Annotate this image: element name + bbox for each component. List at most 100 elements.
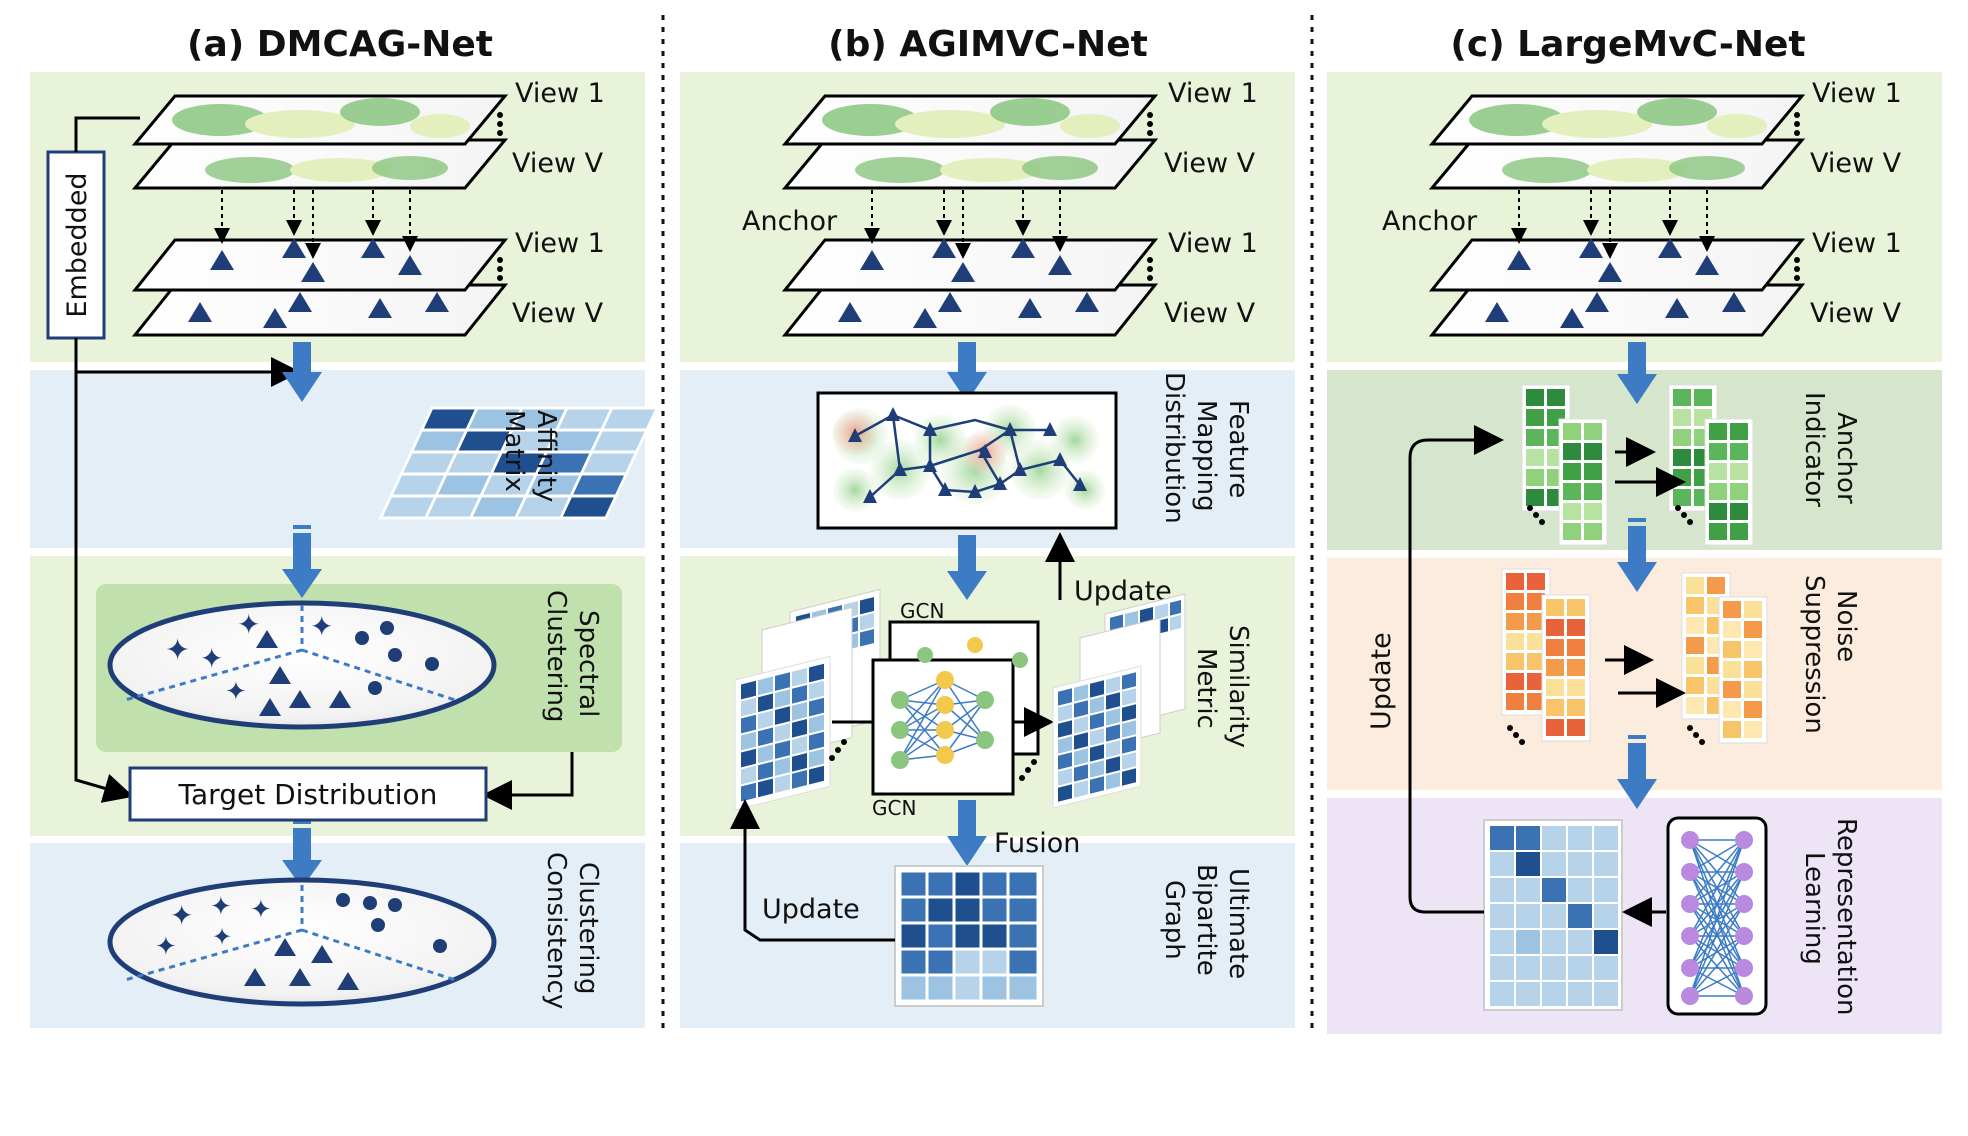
panel-a-title: (a) DMCAG-Net bbox=[187, 24, 493, 65]
panel-b-bipartite-label-2: Bipartite bbox=[1191, 864, 1221, 976]
matrix-cell bbox=[1728, 441, 1750, 462]
matrix-cell bbox=[1565, 637, 1587, 658]
panel-c-view-stack bbox=[1428, 94, 1806, 337]
panel-a-view-v-bottom: View V bbox=[512, 298, 604, 329]
panel-a-view-1-top: View 1 bbox=[515, 78, 605, 109]
matrix-cell bbox=[1504, 651, 1526, 672]
matrix-cell bbox=[1544, 697, 1566, 718]
panel-a-target-distribution-label: Target Distribution bbox=[178, 778, 438, 811]
matrix-cell bbox=[1545, 387, 1567, 408]
svg-text:✦: ✦ bbox=[212, 923, 232, 951]
matrix-cell bbox=[1742, 679, 1764, 700]
matrix-cell bbox=[1582, 481, 1604, 502]
panel-a-embedded-box bbox=[46, 150, 106, 340]
matrix-cell bbox=[1488, 980, 1516, 1008]
matrix-cell bbox=[1561, 521, 1583, 542]
matrix-cell bbox=[1707, 421, 1729, 442]
matrix-cell bbox=[1561, 461, 1583, 482]
network-node bbox=[1681, 987, 1699, 1005]
matrix-cell bbox=[1728, 461, 1750, 482]
panel-b-right-matrices bbox=[1019, 593, 1186, 809]
matrix-cell bbox=[1671, 487, 1693, 508]
panel-b-feature-label-1: Feature bbox=[1223, 400, 1253, 498]
matrix-cell bbox=[1684, 575, 1706, 596]
panel-a-affinity-label-2: Matrix bbox=[499, 410, 529, 492]
network-edge bbox=[1689, 839, 1745, 969]
matrix-cell bbox=[1488, 850, 1516, 878]
matrix-cell bbox=[1592, 902, 1620, 930]
matrix-cell bbox=[1514, 980, 1542, 1008]
matrix-cell bbox=[1742, 659, 1764, 680]
network-node bbox=[1735, 927, 1753, 945]
network-node bbox=[1735, 959, 1753, 977]
panel-c-anchor-arrows bbox=[1615, 437, 1686, 497]
panel-c-noise-arrows bbox=[1605, 645, 1686, 708]
matrix-cell bbox=[1540, 902, 1568, 930]
matrix-cell bbox=[1728, 481, 1750, 502]
panel-a-view-stack bbox=[131, 94, 509, 337]
panel-b-feature-label-2: Mapping bbox=[1191, 400, 1221, 512]
panel-b-similarity-label-2: Metric bbox=[1191, 648, 1221, 729]
network-node bbox=[1681, 927, 1699, 945]
network-node bbox=[1735, 987, 1753, 1005]
matrix-cell bbox=[1565, 617, 1587, 638]
network-edge bbox=[1689, 839, 1745, 873]
matrix-cell bbox=[1707, 481, 1729, 502]
panel-b-flow-arrows bbox=[947, 342, 987, 866]
svg-text:✦: ✦ bbox=[237, 608, 260, 641]
matrix-cell bbox=[1544, 597, 1566, 618]
matrix-cell bbox=[1684, 615, 1706, 636]
matrix-cell bbox=[1728, 421, 1750, 442]
panel-c-anchor-label: Anchor bbox=[1382, 206, 1478, 237]
panel-b-update-left-label: Update bbox=[762, 894, 860, 925]
matrix-cell bbox=[1540, 980, 1568, 1008]
matrix-cell bbox=[1582, 421, 1604, 442]
svg-text:✦: ✦ bbox=[310, 610, 333, 643]
panel-b-update-left-arrow bbox=[730, 799, 895, 942]
network-edge bbox=[1689, 871, 1745, 997]
matrix-cell bbox=[1592, 824, 1620, 852]
matrix-cell bbox=[1671, 387, 1693, 408]
matrix-cell bbox=[1721, 619, 1743, 640]
matrix-cell bbox=[1540, 928, 1568, 956]
network-node bbox=[1735, 863, 1753, 881]
panel-c-view-1-bottom: View 1 bbox=[1812, 228, 1902, 259]
matrix-cell bbox=[1671, 427, 1693, 448]
panel-a-consistency-ellipse: ✦ ✦ ✦ ✦ ✦ bbox=[107, 877, 497, 1007]
matrix-cell bbox=[1592, 928, 1620, 956]
panel-b-view-stack bbox=[781, 94, 1159, 337]
panel-a-view-1-bottom: View 1 bbox=[515, 228, 605, 259]
matrix-cell bbox=[1721, 719, 1743, 740]
matrix-cell bbox=[1514, 954, 1542, 982]
network-node bbox=[1681, 863, 1699, 881]
matrix-cell bbox=[1540, 824, 1568, 852]
panel-a-embedded-lines bbox=[74, 116, 574, 810]
panel-b-similarity-label-1: Similarity bbox=[1223, 625, 1253, 748]
panel-c-update-loop-arrow bbox=[1408, 425, 1504, 914]
panel-b-feature-label-3: Distribution bbox=[1159, 372, 1189, 524]
matrix-cell bbox=[1561, 481, 1583, 502]
panel-a-affinity-label-1: Affinity bbox=[531, 410, 561, 502]
ellipsis-dot bbox=[1527, 505, 1533, 511]
matrix-cell bbox=[1671, 407, 1693, 428]
matrix-cell bbox=[1671, 467, 1693, 488]
matrix-cell bbox=[1514, 928, 1542, 956]
network-edge bbox=[1689, 967, 1745, 997]
matrix-cell bbox=[1488, 824, 1516, 852]
matrix-cell bbox=[1524, 487, 1546, 508]
matrix-cell bbox=[1592, 850, 1620, 878]
matrix-cell bbox=[1565, 697, 1587, 718]
matrix-cell bbox=[1561, 441, 1583, 462]
matrix-cell bbox=[1721, 679, 1743, 700]
panel-c-noise-label-2: Suppression bbox=[1799, 575, 1829, 734]
panel-c-representation-label-1: Representation bbox=[1831, 818, 1861, 1015]
matrix-cell bbox=[1524, 467, 1546, 488]
panel-b-bipartite-matrix bbox=[894, 865, 1044, 1007]
matrix-cell bbox=[1684, 695, 1706, 716]
matrix-cell bbox=[1514, 876, 1542, 904]
network-node bbox=[1681, 831, 1699, 849]
view-triangles bbox=[188, 238, 449, 328]
panel-c-view-v-top: View V bbox=[1810, 148, 1902, 179]
matrix-cell bbox=[1565, 657, 1587, 678]
